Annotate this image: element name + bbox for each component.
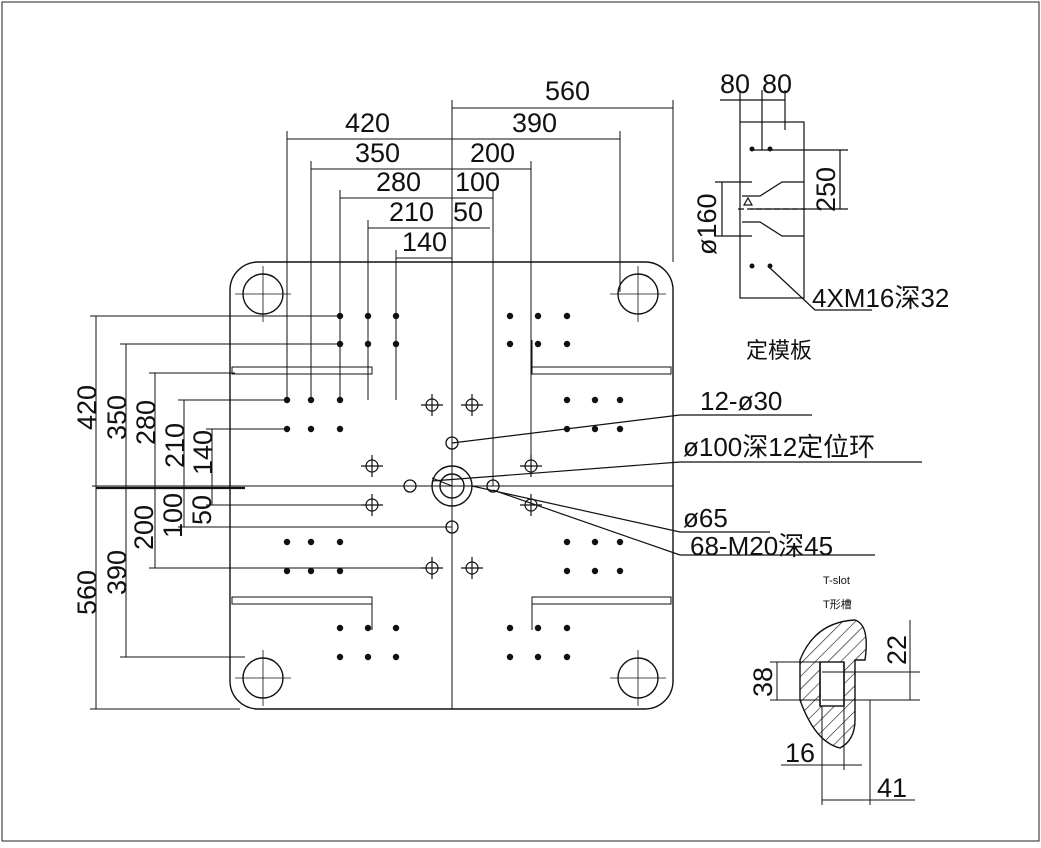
thread-hole-dot xyxy=(563,340,571,348)
dim-140-top: 140 xyxy=(402,227,447,257)
crosshair-hole xyxy=(361,455,383,477)
thread-hole-dot xyxy=(506,312,514,320)
thread-hole-dot xyxy=(364,624,372,632)
thread-hole-dot xyxy=(283,567,291,575)
dim-280-top: 280 xyxy=(376,167,421,197)
dim-350-left: 350 xyxy=(102,395,132,440)
dim-200-left: 200 xyxy=(129,505,159,550)
callout-texts: 12-ø30 ø100深12定位环 ø65 68-M20深45 xyxy=(683,386,875,561)
callout-center-bore: ø65 xyxy=(683,503,728,533)
dim-210-top: 210 xyxy=(389,197,434,227)
thread-hole-dot xyxy=(392,653,400,661)
tslot-texts: T-slot T形槽 22 38 16 41 xyxy=(748,575,912,803)
thread-hole-dot xyxy=(616,567,624,575)
dim-100-left: 100 xyxy=(158,493,188,538)
tslot-dim-38: 38 xyxy=(748,667,778,697)
dim-420-left: 420 xyxy=(72,385,102,430)
callout-threaded: 68-M20深45 xyxy=(690,531,833,561)
side-view-dots xyxy=(749,146,773,269)
callout-locating-ring: ø100深12定位环 xyxy=(683,432,875,462)
thread-hole-dot xyxy=(616,538,624,546)
thread-hole-dot xyxy=(534,653,542,661)
dim-50-top: 50 xyxy=(453,197,483,227)
thread-hole-dot xyxy=(563,312,571,320)
dim-80-a: 80 xyxy=(720,69,750,99)
thread-hole-dot xyxy=(336,538,344,546)
thread-hole-dot xyxy=(307,567,315,575)
side-view-title: 定模板 xyxy=(746,339,812,364)
thread-hole-dot xyxy=(563,624,571,632)
dim-210-left: 210 xyxy=(160,423,190,468)
dim-560-top: 560 xyxy=(545,76,590,106)
tslot-dim-16: 16 xyxy=(785,738,815,768)
tslot-dimension-lines xyxy=(770,620,920,805)
thread-hole-dot xyxy=(591,567,599,575)
thread-hole-dot xyxy=(591,396,599,404)
dim-560-left: 560 xyxy=(72,570,102,615)
thread-hole-dot xyxy=(336,624,344,632)
thread-hole-dot xyxy=(336,567,344,575)
dim-420-top: 420 xyxy=(345,108,390,138)
thread-hole-dot xyxy=(616,425,624,433)
left-dimension-lines xyxy=(90,315,452,710)
dim-50-left: 50 xyxy=(187,495,217,525)
dim-80-b: 80 xyxy=(762,69,792,99)
dim-250: 250 xyxy=(811,167,841,212)
crosshair-hole xyxy=(421,394,443,416)
dim-100-top: 100 xyxy=(455,167,500,197)
tslot-detail xyxy=(799,619,867,749)
thread-hole-dot xyxy=(506,340,514,348)
thread-hole-dot xyxy=(506,653,514,661)
dim-350-top: 350 xyxy=(355,138,400,168)
dim-160: ø160 xyxy=(692,193,722,255)
tslot-label-en: T-slot xyxy=(823,575,850,587)
dim-390-left: 390 xyxy=(102,550,132,595)
thread-hole-dot xyxy=(563,538,571,546)
callout-holes: 12-ø30 xyxy=(700,386,782,416)
dim-140-left: 140 xyxy=(188,430,218,475)
thread-hole-dot xyxy=(534,340,542,348)
dim-280-left: 280 xyxy=(131,400,161,445)
side-view-texts: 80 80 250 ø160 4XM16深32 定模板 xyxy=(692,69,949,364)
thread-hole-dot xyxy=(534,624,542,632)
crosshair-hole xyxy=(461,394,483,416)
tie-bar-holes xyxy=(235,266,666,706)
thread-hole-dot xyxy=(616,396,624,404)
callout-leaders xyxy=(431,414,922,556)
left-dimension-texts: 420 350 280 210 140 200 100 50 560 390 xyxy=(72,385,218,615)
thread-hole-dot xyxy=(307,425,315,433)
thread-hole-pattern xyxy=(283,312,624,661)
top-dimension-lines xyxy=(286,100,674,486)
main-plate xyxy=(92,100,674,710)
thread-hole-dot xyxy=(336,653,344,661)
crosshair-hole xyxy=(461,557,483,579)
thread-hole-dot xyxy=(283,538,291,546)
dim-200-top: 200 xyxy=(470,138,515,168)
thread-hole-dot xyxy=(364,653,372,661)
thread-hole-dot xyxy=(563,567,571,575)
tslot-dim-41: 41 xyxy=(877,773,907,803)
thread-hole-dot xyxy=(307,538,315,546)
dim-390-top: 390 xyxy=(512,108,557,138)
tslot-label-cn: T形槽 xyxy=(823,598,852,611)
thread-hole-dot xyxy=(591,538,599,546)
thread-hole-dot xyxy=(506,624,514,632)
thread-hole-dot xyxy=(591,425,599,433)
thread-hole-dot xyxy=(392,624,400,632)
thread-hole-dot xyxy=(534,312,542,320)
tslot-dim-22: 22 xyxy=(882,635,912,665)
thread-hole-dot xyxy=(336,425,344,433)
top-dimension-texts: 560 420 390 350 200 280 100 210 50 140 xyxy=(345,76,590,257)
thread-hole-dot xyxy=(563,396,571,404)
thread-hole-dot xyxy=(563,653,571,661)
side-view xyxy=(715,90,872,311)
thread-note: 4XM16深32 xyxy=(812,283,949,313)
